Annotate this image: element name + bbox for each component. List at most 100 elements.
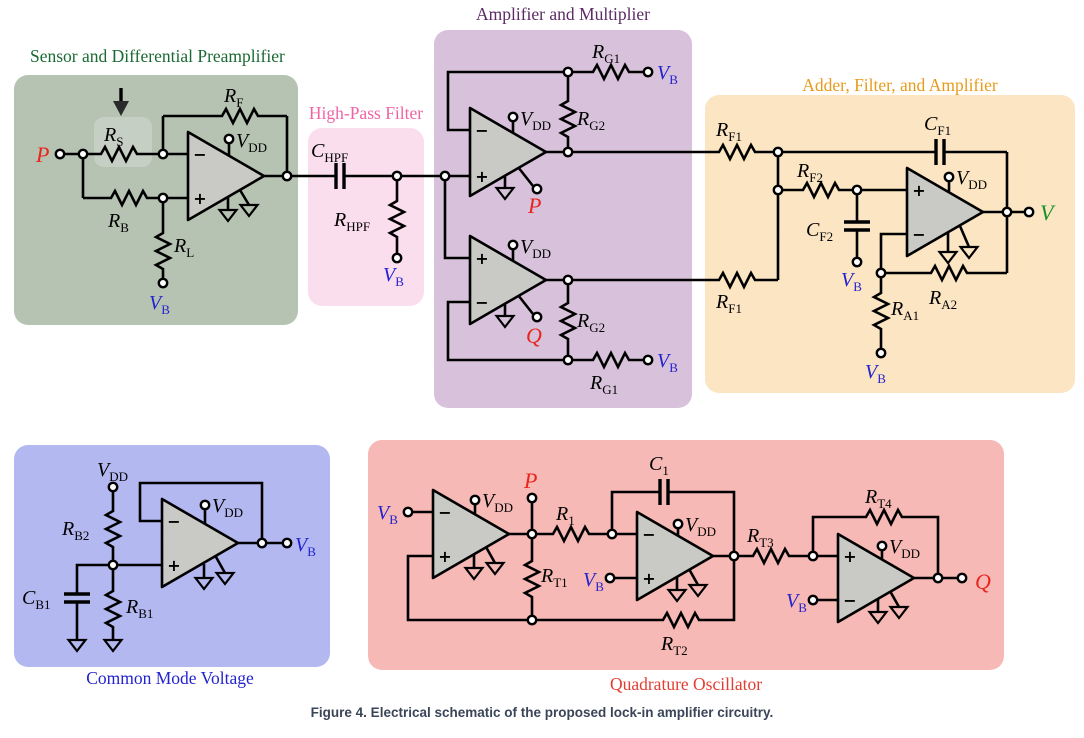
label-vb: VB (149, 292, 170, 317)
terminal-vb (157, 277, 169, 289)
node (526, 614, 538, 626)
node (932, 572, 944, 584)
label-vb: VB (657, 62, 678, 87)
node (439, 170, 451, 182)
node (851, 184, 863, 196)
plus-sign: + (475, 167, 488, 186)
node (562, 354, 574, 366)
adder-title: Adder, Filter, and Amplifier (802, 75, 998, 95)
node (526, 528, 538, 540)
minus-sign: − (167, 512, 180, 531)
terminal-p (54, 148, 66, 160)
node (875, 267, 887, 279)
node (562, 66, 574, 78)
label-p: P (523, 468, 537, 493)
label-vb: VB (841, 269, 862, 294)
label-vb: VB (383, 264, 404, 289)
node (77, 148, 89, 160)
label-v-out: V (1040, 200, 1056, 225)
plus-sign: + (438, 547, 451, 566)
label-rg1: RG1 (591, 41, 620, 66)
label-cb1: CB1 (22, 587, 51, 612)
preamp-title: Sensor and Differential Preamplifier (30, 46, 285, 66)
node (772, 146, 784, 158)
label-rb: RB (107, 210, 129, 235)
cmv-title: Common Mode Voltage (86, 668, 254, 688)
sensor-arrow-head (113, 101, 129, 116)
label-vdd: VDD (212, 495, 243, 520)
adder-block (705, 95, 1075, 393)
ampmult-wires (443, 70, 714, 362)
node (728, 550, 740, 562)
label-rt2: RT2 (660, 633, 688, 658)
cmv-circuit: − + VDD RB2 RB1 CB1 VDD VB (22, 459, 316, 653)
label-p: P (35, 142, 49, 167)
label-rb1: RB1 (125, 596, 153, 621)
label-vdd: VDD (520, 236, 551, 261)
label-vb: VB (583, 569, 604, 594)
label-vdd: VDD (97, 459, 128, 484)
label-vb: VB (295, 534, 316, 559)
adder-wires (758, 150, 1025, 349)
label-rf: RF (223, 85, 243, 110)
plus-sign: + (912, 181, 925, 200)
ampmult-circuit: − + + − RG1 RG2 VB VDD P VDD Q RG2 RG1 V… (439, 41, 714, 397)
qosc-circuit: − + − + + − VB VDD P R1 RT1 (377, 453, 991, 658)
plus-sign: + (475, 249, 488, 268)
terminal-vb (851, 256, 863, 268)
node (1001, 206, 1013, 218)
vdd-pin (507, 239, 519, 251)
plus-sign: + (642, 569, 655, 588)
minus-sign: − (438, 503, 451, 522)
plus-sign: + (193, 189, 206, 208)
terminal-vb (642, 66, 654, 78)
minus-sign: − (642, 525, 655, 544)
plus-sign: + (167, 556, 180, 575)
terminal-vb (402, 506, 414, 518)
node (107, 559, 119, 571)
terminal-vb (875, 347, 887, 359)
vdd-pin (507, 111, 519, 123)
figure-caption: Figure 4. Electrical schematic of the pr… (311, 705, 774, 720)
label-r1: R1 (555, 503, 575, 528)
node (772, 184, 784, 196)
label-q: Q (975, 569, 991, 594)
label-rl: RL (173, 235, 194, 260)
plus-sign: + (843, 547, 856, 566)
ampmult-title: Amplifier and Multiplier (476, 4, 650, 24)
node (391, 170, 403, 182)
label-q-control: Q (526, 323, 542, 348)
terminal-vb (604, 572, 616, 584)
label-vdd: VDD (236, 130, 267, 155)
label-rg1: RG1 (589, 372, 618, 397)
label-ra1: RA1 (890, 298, 919, 323)
label-vdd: VDD (685, 514, 716, 539)
p-control-pin (531, 183, 543, 195)
qosc-title: Quadrature Oscillator (610, 674, 762, 694)
minus-sign: − (475, 293, 488, 312)
terminal-vdd (107, 481, 119, 493)
vdd-pin (943, 171, 955, 183)
label-vb: VB (657, 350, 678, 375)
terminal-vb-out (281, 537, 293, 549)
terminal-vb (642, 354, 654, 366)
label-vdd: VDD (956, 167, 987, 192)
vdd-pin (672, 518, 684, 530)
label-rt4: RT4 (864, 486, 892, 511)
label-vb: VB (377, 502, 398, 527)
label-rb2: RB2 (61, 518, 89, 543)
adder-circuit: + − RF1 RF1 RF2 CF1 CF2 VDD VB RA2 RA1 V… (712, 113, 1056, 386)
hpf-title: High-Pass Filter (309, 103, 423, 123)
node (562, 274, 574, 286)
label-vdd: VDD (482, 490, 513, 515)
node (562, 146, 574, 158)
node (157, 192, 169, 204)
node (606, 528, 618, 540)
label-rg2: RG2 (576, 310, 605, 335)
label-rt3: RT3 (746, 525, 774, 550)
label-vdd: VDD (889, 536, 920, 561)
hpf-circuit: CHPF RHPF VB (311, 140, 441, 289)
node (281, 170, 293, 182)
minus-sign: − (912, 225, 925, 244)
